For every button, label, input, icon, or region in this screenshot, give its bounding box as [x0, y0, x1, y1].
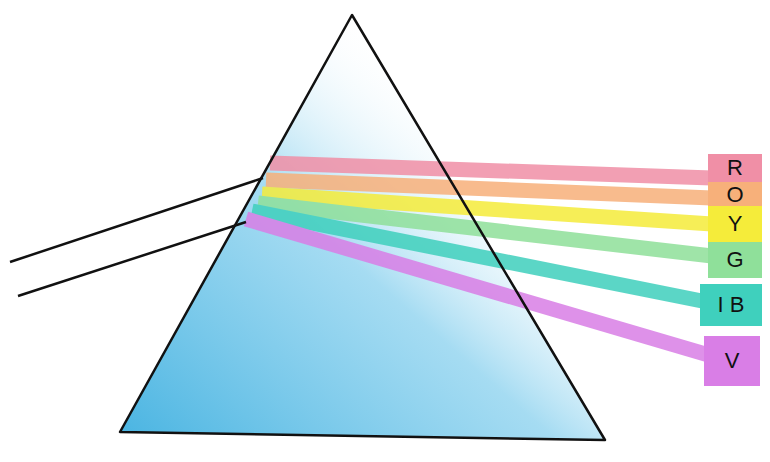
prism-outline: [120, 15, 605, 440]
color-letter: R: [727, 157, 743, 179]
color-swatch-box: Y: [708, 206, 762, 242]
color-letter: I B: [718, 294, 745, 316]
violet-band: [246, 219, 712, 356]
color-swatch-box: G: [708, 242, 762, 278]
incoming-ray: [18, 222, 246, 296]
color-letter: V: [725, 350, 740, 372]
light-bands: [246, 163, 712, 356]
color-swatch-box: R: [708, 154, 762, 182]
color-letter: G: [726, 249, 743, 271]
color-swatch-box: V: [704, 336, 760, 386]
color-letter: Y: [728, 213, 743, 235]
color-letter: O: [726, 184, 743, 206]
incoming-ray: [10, 178, 263, 262]
color-swatch-box: I B: [700, 284, 762, 326]
color-swatch-box: O: [708, 182, 762, 208]
